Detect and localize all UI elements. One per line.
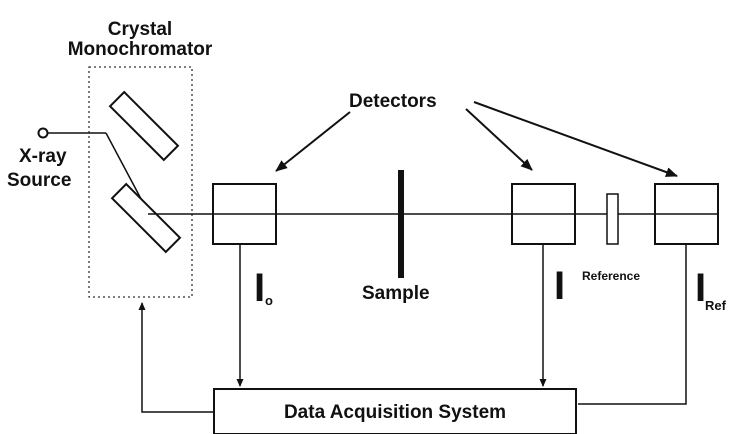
- detectors-label: Detectors: [349, 91, 437, 112]
- reference-label: Reference: [582, 269, 641, 283]
- monochromator-label-line2: Monochromator: [67, 39, 213, 60]
- monochromator-box: [88, 66, 193, 298]
- xray-source-label-line2: Source: [7, 170, 72, 191]
- monochromator-label-line1: Crystal: [107, 19, 173, 40]
- crystal-2: [110, 182, 182, 254]
- sample-label: Sample: [362, 283, 430, 304]
- reference-foil: [606, 193, 619, 245]
- iref-symbol: I: [695, 266, 707, 310]
- i0-subscript: o: [265, 293, 273, 308]
- detector-i0-box: [212, 183, 277, 245]
- crystal-1: [108, 90, 180, 162]
- xray-source-label-line1: X-ray: [19, 146, 67, 167]
- arrow-to-detector-iref: [473, 101, 678, 177]
- iref-subscript: Ref: [705, 298, 726, 313]
- arrow-to-detector-i0: [275, 111, 351, 172]
- signal-line-iref: [578, 244, 687, 405]
- control-line-monochromator: [138, 302, 214, 413]
- i-symbol: I: [554, 264, 566, 308]
- daq-box: [213, 388, 577, 434]
- i0-symbol: I: [254, 266, 266, 310]
- arrow-to-detector-i: [465, 108, 533, 171]
- xray-source-marker: [37, 127, 49, 139]
- sample-plate: [398, 170, 404, 278]
- daq-label: Data Acquisition System: [283, 402, 507, 423]
